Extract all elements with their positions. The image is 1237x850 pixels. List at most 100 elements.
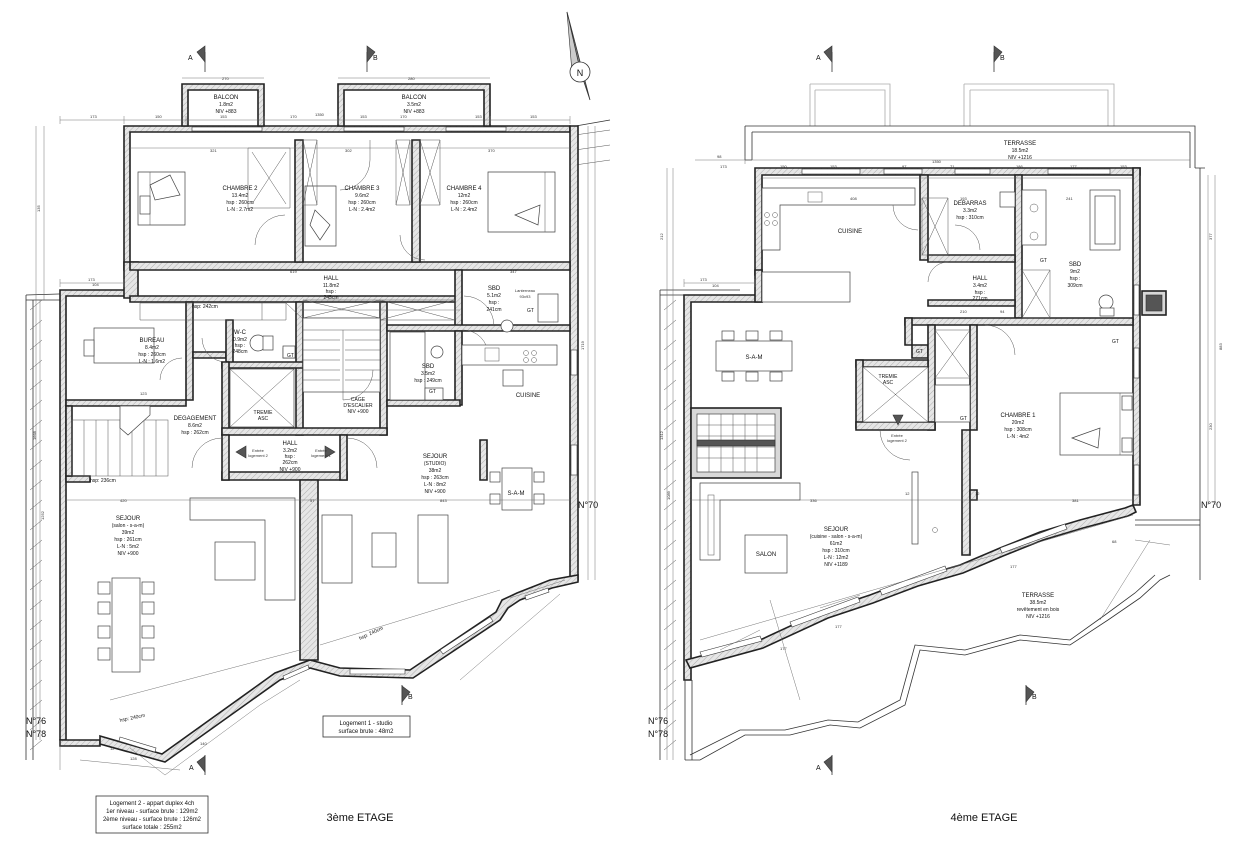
- room-sbd-mid: SBD: [422, 364, 435, 370]
- svg-text:8.6m2: 8.6m2: [188, 423, 202, 429]
- svg-text:B: B: [1000, 55, 1005, 62]
- svg-text:38m2: 38m2: [429, 468, 442, 474]
- svg-text:173: 173: [720, 164, 727, 169]
- gt-label: GT: [1112, 339, 1119, 345]
- svg-text:408: 408: [850, 196, 857, 201]
- svg-text:hsp : 308cm: hsp : 308cm: [1004, 427, 1031, 433]
- gt-label: GT: [1040, 258, 1047, 264]
- svg-text:241: 241: [1066, 196, 1073, 201]
- svg-text:153: 153: [830, 164, 837, 169]
- svg-text:hsp : 260cm: hsp : 260cm: [450, 200, 477, 206]
- svg-text:Logement 2 - appart duplex 4ch: Logement 2 - appart duplex 4ch: [110, 801, 195, 807]
- svg-text:173: 173: [88, 277, 95, 282]
- svg-text:A: A: [816, 765, 821, 772]
- room-debarras: DEBARRAS: [953, 201, 986, 207]
- svg-text:NIV +1216: NIV +1216: [1026, 614, 1050, 620]
- svg-text:153: 153: [1120, 164, 1127, 169]
- svg-text:A: A: [188, 55, 193, 62]
- svg-text:hsp :: hsp :: [235, 343, 246, 349]
- svg-text:D'ESCALIER: D'ESCALIER: [343, 403, 373, 409]
- svg-text:381: 381: [1072, 498, 1079, 503]
- svg-text:9m2: 9m2: [1070, 269, 1080, 275]
- svg-text:8.4m2: 8.4m2: [145, 345, 159, 351]
- svg-text:hsp : 310cm: hsp : 310cm: [822, 548, 849, 554]
- gt-label: GT: [429, 389, 436, 395]
- svg-text:153: 153: [530, 114, 537, 119]
- gt-label: GT: [916, 349, 923, 355]
- duplex-summary-box: [95, 795, 209, 834]
- room-terrasse-top: TERRASSE: [1004, 141, 1036, 147]
- room-tremie-4: TREMIE: [879, 374, 899, 380]
- svg-text:321: 321: [210, 148, 217, 153]
- svg-text:336: 336: [810, 498, 817, 503]
- svg-text:241cm: 241cm: [486, 307, 501, 313]
- svg-text:177: 177: [835, 624, 842, 629]
- plan-title-3eme: 3ème ETAGE: [326, 812, 393, 824]
- svg-text:347: 347: [510, 269, 517, 274]
- svg-text:1719: 1719: [580, 340, 585, 350]
- svg-text:3.3m2: 3.3m2: [963, 208, 977, 214]
- svg-text:B: B: [1032, 694, 1037, 701]
- svg-text:Lanterneau: Lanterneau: [515, 288, 535, 293]
- svg-text:270: 270: [222, 76, 229, 81]
- svg-text:9.6m2: 9.6m2: [355, 193, 369, 199]
- svg-text:186: 186: [1016, 164, 1023, 169]
- room-chambre-2: CHAMBRE 2: [222, 186, 258, 192]
- svg-text:128: 128: [130, 756, 137, 761]
- svg-text:hsp :: hsp :: [489, 300, 500, 306]
- room-sam: S-A-M: [508, 491, 525, 497]
- svg-text:Logement 1 - studio: Logement 1 - studio: [339, 721, 393, 727]
- svg-text:L-N : 1.6m2: L-N : 1.6m2: [139, 359, 165, 365]
- gt-label: GT: [527, 308, 534, 314]
- room-degagement: DEGAGEMENT: [174, 416, 217, 422]
- svg-text:N: N: [577, 68, 584, 78]
- studio-summary-box: [322, 715, 411, 738]
- svg-text:1350: 1350: [932, 159, 942, 164]
- svg-text:NIV +1216: NIV +1216: [1008, 155, 1032, 161]
- room-sbd-4: SBD: [1069, 262, 1082, 268]
- room-sbd-top: SBD: [488, 286, 501, 292]
- svg-text:248cm: 248cm: [232, 349, 247, 355]
- svg-text:12: 12: [110, 746, 115, 751]
- svg-text:12: 12: [975, 491, 980, 496]
- svg-text:3.2m2: 3.2m2: [283, 448, 297, 454]
- svg-text:262cm: 262cm: [282, 460, 297, 466]
- svg-text:hsp : 263cm: hsp : 263cm: [421, 475, 448, 481]
- gt-label: GT: [960, 416, 967, 422]
- svg-text:hsp : 260cm: hsp : 260cm: [138, 352, 165, 358]
- room-sejour-main: SEJOUR: [116, 516, 141, 522]
- svg-text:150: 150: [155, 114, 162, 119]
- room-hall-top: HALL: [323, 276, 339, 282]
- svg-text:38.5m2: 38.5m2: [1030, 600, 1047, 606]
- svg-text:revêtement en bois: revêtement en bois: [1017, 607, 1060, 613]
- svg-text:NIV +883: NIV +883: [216, 109, 237, 115]
- svg-text:370: 370: [488, 148, 495, 153]
- room-sejour-studio: SEJOUR: [423, 454, 448, 460]
- svg-text:135: 135: [36, 205, 41, 212]
- svg-text:NIV +1189: NIV +1189: [824, 562, 848, 568]
- svg-text:212: 212: [659, 233, 664, 240]
- svg-text:3.5m2: 3.5m2: [407, 102, 421, 108]
- room-cuisine: CUISINE: [516, 393, 540, 399]
- room-chambre-3: CHAMBRE 3: [344, 186, 380, 192]
- room-balcon-1: BALCON: [214, 95, 239, 101]
- svg-text:hsp : 260cm: hsp : 260cm: [348, 200, 375, 206]
- svg-text:1350: 1350: [315, 112, 325, 117]
- svg-text:ASC: ASC: [883, 380, 894, 386]
- svg-text:883: 883: [1218, 343, 1223, 350]
- svg-text:surface brute : 48m2: surface brute : 48m2: [338, 729, 394, 735]
- street-number-78-4: N°78: [648, 729, 668, 739]
- svg-text:L-N : 2.4m2: L-N : 2.4m2: [349, 207, 375, 213]
- svg-text:193: 193: [960, 196, 967, 201]
- section-markers: A B A B A B A B: [188, 45, 1037, 775]
- svg-text:A: A: [816, 55, 821, 62]
- room-tremie: TREMIE: [254, 410, 274, 416]
- svg-text:NIV +900: NIV +900: [348, 409, 369, 415]
- room-sejour-4: SEJOUR: [824, 527, 849, 533]
- svg-text:B: B: [373, 55, 378, 62]
- gt-label: GT: [287, 353, 294, 359]
